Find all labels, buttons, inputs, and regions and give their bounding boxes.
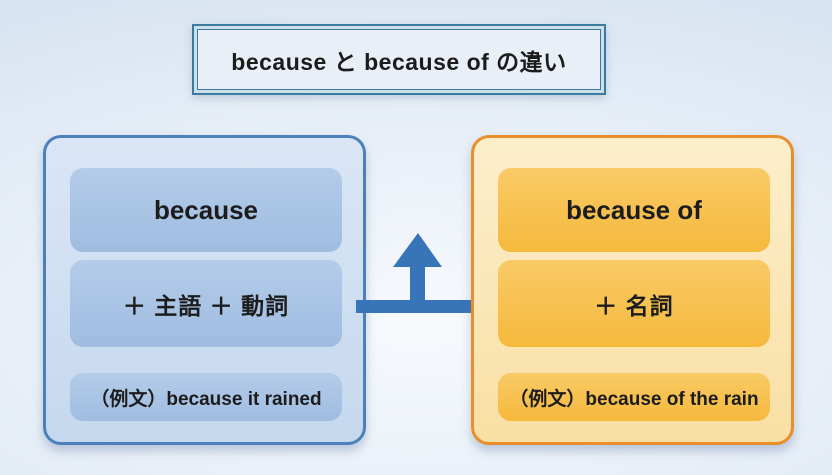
because-of-heading: because of [566, 194, 702, 225]
because-of-pattern-box: ＋ 名詞 [498, 260, 770, 347]
because-pattern-box: ＋ 主語 ＋ 動詞 [70, 260, 342, 347]
because-of-pattern: ＋ 名詞 [594, 292, 674, 319]
because-heading-box: because [70, 168, 342, 252]
title-frame-inner: because と because of の違い [197, 29, 601, 90]
because-pattern: ＋ 主語 ＋ 動詞 [122, 292, 290, 319]
because-of-example-box: （例文）because of the rain [498, 373, 770, 421]
because-of-heading-box: because of [498, 168, 770, 252]
arrow-stem [410, 262, 425, 304]
because-heading: because [153, 194, 259, 225]
because-example: （例文）because it rained [90, 388, 322, 410]
slide-title: because と because of の違い [231, 48, 567, 75]
up-arrow-connector [356, 233, 475, 313]
because-card: because ＋ 主語 ＋ 動詞 （例文）because it rained [43, 135, 366, 445]
because-example-box: （例文）because it rained [70, 373, 342, 421]
because-of-card: because of ＋ 名詞 （例文）because of the rain [471, 135, 794, 445]
because-of-example: （例文）because of the rain [509, 388, 759, 410]
arrow-head-icon [393, 233, 442, 267]
connector-bar [356, 300, 475, 313]
title-frame: because と because of の違い [192, 24, 606, 95]
